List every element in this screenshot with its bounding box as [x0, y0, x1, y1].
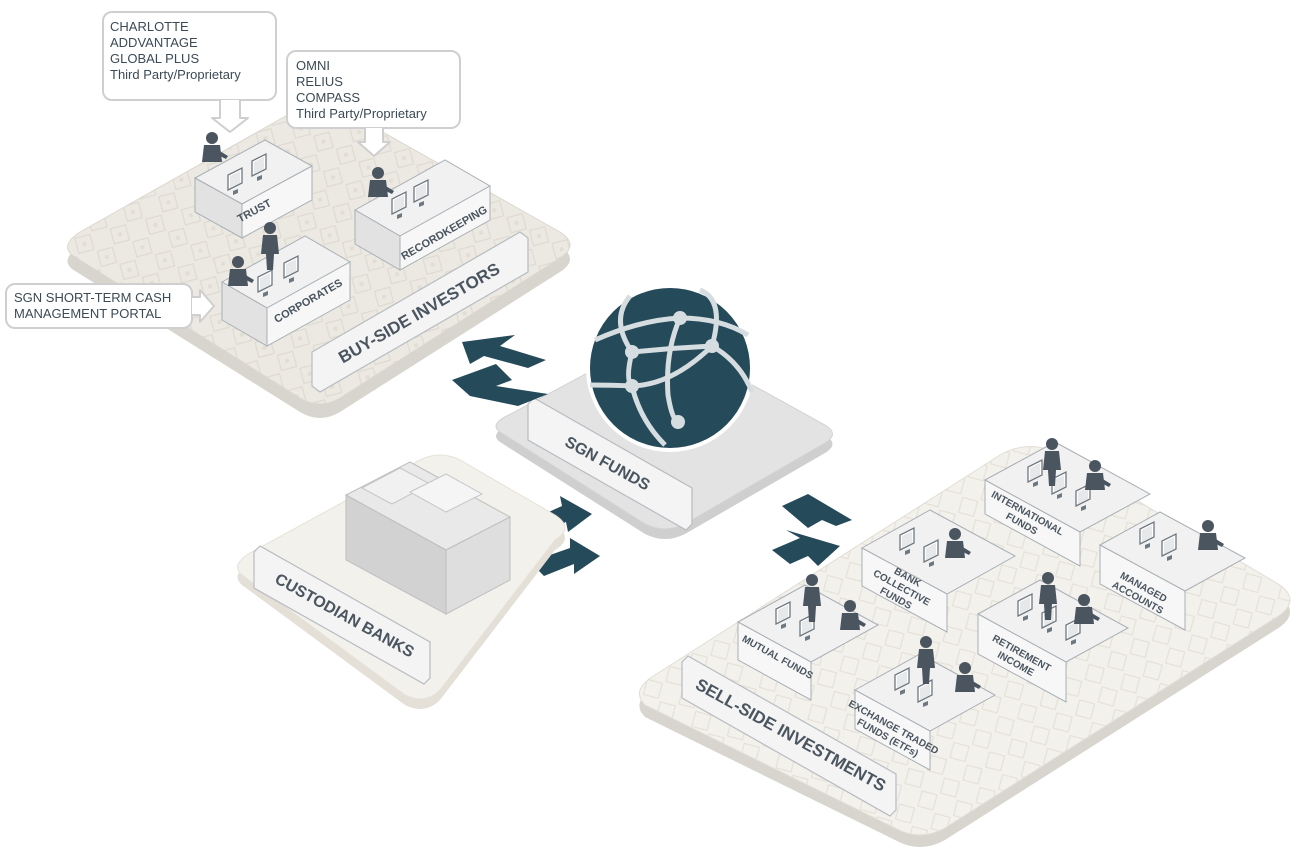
custodian-sign — [253, 545, 431, 685]
callout-line: COMPASS — [296, 90, 360, 105]
callout-line: OMNI — [296, 58, 330, 73]
callout-line: Third Party/Proprietary — [110, 67, 241, 82]
exchange-arrows-buy-side — [452, 335, 548, 406]
recordkeeping-desk — [353, 159, 492, 271]
callout-line: GLOBAL PLUS — [110, 51, 199, 66]
exchange-arrows-sell-side — [772, 494, 852, 566]
callout-line: MANAGEMENT PORTAL — [14, 306, 161, 321]
managed-accounts-desk — [1098, 511, 1247, 631]
corporates-desk — [220, 222, 352, 347]
sell-side-platform — [638, 446, 1291, 847]
sell-side-sign — [681, 655, 897, 817]
callout-line: RELIUS — [296, 74, 343, 89]
callout-line: ADDVANTAGE — [110, 35, 198, 50]
mutual-funds-desk — [736, 574, 880, 701]
buy-side-sign — [311, 231, 529, 393]
recordkeeping-systems-callout: OMNI RELIUS COMPASS Third Party/Propriet… — [286, 50, 461, 157]
retirement-income-desk — [976, 572, 1130, 703]
bank-collective-funds-desk — [860, 509, 1017, 633]
callout-line: CHARLOTTE — [110, 19, 189, 34]
trust-systems-callout: CHARLOTTE ADDVANTAGE GLOBAL PLUS Third P… — [102, 11, 277, 133]
globe-network-icon — [586, 284, 755, 452]
bank-building-icon — [344, 461, 512, 615]
international-funds-desk — [983, 438, 1152, 567]
trust-desk — [193, 132, 314, 239]
cash-portal-callout: SGN SHORT-TERM CASH MANAGEMENT PORTAL — [5, 283, 215, 329]
callout-line: SGN SHORT-TERM CASH — [14, 290, 171, 305]
callout-line: Third Party/Proprietary — [296, 106, 427, 121]
etf-desk — [853, 636, 997, 771]
